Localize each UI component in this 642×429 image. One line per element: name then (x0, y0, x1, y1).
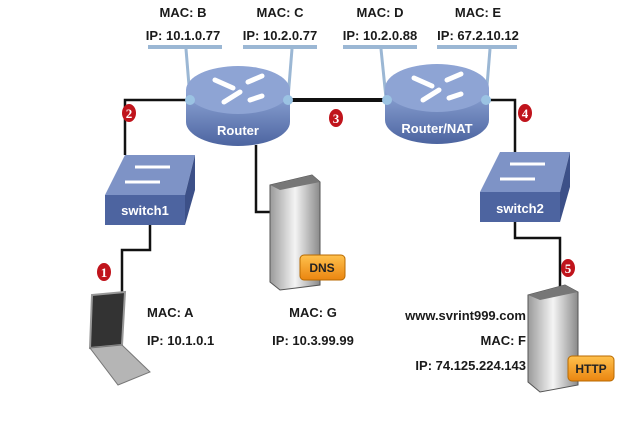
svg-text:5: 5 (565, 261, 572, 276)
dns-mac: MAC: G (289, 305, 337, 320)
router-nat-arrows-icon (411, 71, 464, 103)
router-nat[interactable]: Router/NAT (382, 64, 491, 144)
wire-router-switch1 (123, 98, 190, 155)
interface-label-d: MAC: D IP: 10.2.0.88 (343, 5, 417, 99)
mac-e: MAC: E (455, 5, 502, 20)
wires (120, 98, 562, 292)
router-nat-label: Router/NAT (401, 121, 472, 136)
dns-ip: IP: 10.3.99.99 (272, 333, 354, 348)
http-badge-label: HTTP (575, 362, 606, 376)
switch2[interactable]: switch2 (480, 152, 570, 222)
wire-routernat-switch2 (485, 98, 517, 152)
wire-switch1-laptop (120, 222, 152, 292)
router[interactable]: Router (185, 66, 293, 146)
ip-d: IP: 10.2.0.88 (343, 28, 417, 43)
marker-3: 3 (329, 109, 343, 127)
ip-e: IP: 67.2.10.12 (437, 28, 519, 43)
laptop[interactable] (88, 290, 151, 386)
dns-badge (299, 254, 346, 281)
http-server[interactable]: HTTP (527, 284, 615, 393)
switch2-label: switch2 (496, 201, 544, 216)
svg-text:2: 2 (126, 106, 133, 121)
marker-2: 2 (122, 104, 136, 122)
mac-c: MAC: C (257, 5, 305, 20)
dns-server[interactable]: DNS (269, 174, 346, 291)
svg-text:3: 3 (333, 111, 340, 126)
switch1[interactable]: switch1 (105, 155, 195, 225)
interface-label-c: MAC: C IP: 10.2.0.77 (243, 5, 317, 99)
svg-text:1: 1 (101, 265, 108, 280)
laptop-ip: IP: 10.1.0.1 (147, 333, 214, 348)
interface-label-b: MAC: B IP: 10.1.0.77 (146, 5, 222, 99)
marker-1: 1 (97, 263, 111, 281)
mac-d: MAC: D (357, 5, 404, 20)
svg-text:4: 4 (522, 106, 529, 121)
laptop-mac: MAC: A (147, 305, 194, 320)
mac-b: MAC: B (160, 5, 207, 20)
ip-b: IP: 10.1.0.77 (146, 28, 220, 43)
wire-switch2-http (513, 222, 562, 288)
web-ip: IP: 74.125.224.143 (415, 358, 526, 373)
switch1-arrows-icon (125, 165, 170, 184)
switch2-arrows-icon (500, 162, 545, 181)
marker-4: 4 (518, 104, 532, 122)
ip-c: IP: 10.2.0.77 (243, 28, 317, 43)
web-domain: www.svrint999.com (404, 308, 526, 323)
marker-5: 5 (561, 259, 575, 277)
dns-badge-label: DNS (309, 261, 334, 275)
switch1-label: switch1 (121, 203, 169, 218)
web-mac: MAC: F (481, 333, 527, 348)
wire-router-dns (254, 145, 272, 214)
router-arrows-icon (212, 73, 265, 105)
http-badge (567, 355, 615, 382)
router-label: Router (217, 123, 259, 138)
